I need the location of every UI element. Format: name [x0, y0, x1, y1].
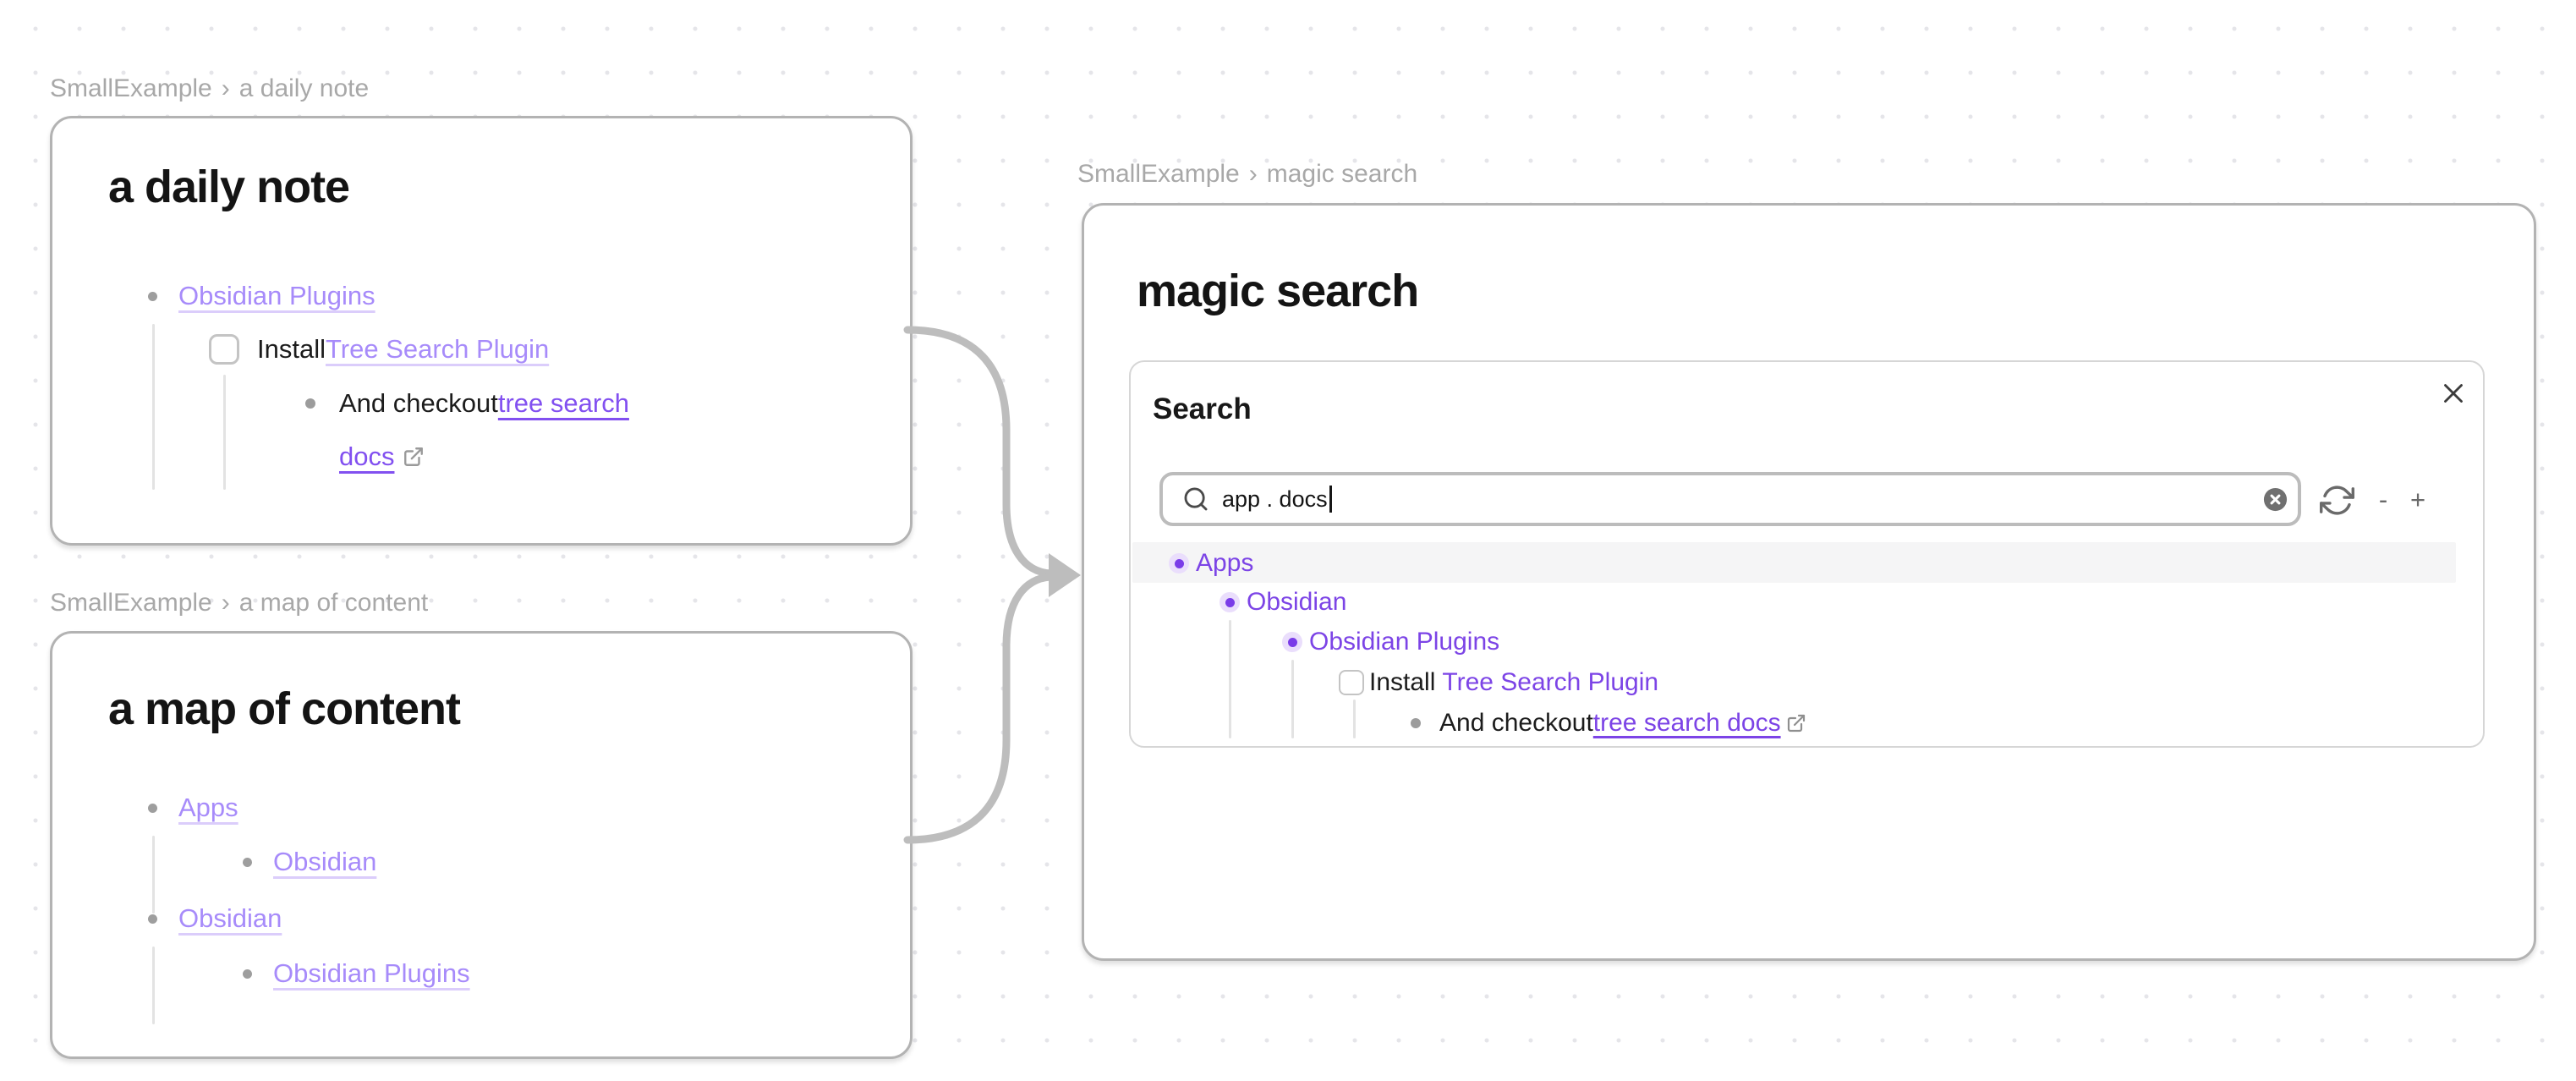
- bullet-icon: [148, 803, 157, 813]
- result-link-apps[interactable]: Apps: [1196, 549, 1254, 577]
- link-apps[interactable]: Apps: [178, 793, 238, 822]
- list-item: Obsidian: [243, 841, 376, 883]
- breadcrumb-page: a map of content: [238, 589, 429, 617]
- bullet-icon: [1169, 553, 1189, 573]
- indent-guide: [1353, 700, 1356, 738]
- breadcrumb-vault: SmallExample: [50, 74, 212, 102]
- breadcrumb-separator: ›: [1248, 160, 1258, 188]
- close-icon[interactable]: [2437, 377, 2469, 409]
- breadcrumb-vault: SmallExample: [1077, 160, 1240, 188]
- result-link-tree-search-plugin[interactable]: Tree Search Plugin: [1442, 668, 1659, 696]
- bullet-icon: [148, 914, 157, 924]
- arrowhead-icon: [1049, 553, 1081, 597]
- link-tree-search-docs[interactable]: tree search: [497, 388, 629, 418]
- external-link-icon: [404, 447, 424, 466]
- task-text: Install: [257, 334, 326, 364]
- indent-guide: [223, 375, 226, 490]
- text-caret: [1329, 486, 1332, 513]
- indent-guide: [1291, 660, 1294, 738]
- link-obsidian[interactable]: Obsidian: [178, 903, 282, 933]
- result-row[interactable]: Obsidian: [1219, 582, 1346, 623]
- page-title: magic search: [1137, 266, 1419, 316]
- link-obsidian[interactable]: Obsidian: [273, 847, 377, 876]
- result-link-obsidian[interactable]: Obsidian: [1247, 588, 1347, 616]
- result-row[interactable]: Apps: [1169, 543, 1253, 584]
- list-item: Apps: [148, 787, 238, 829]
- result-row-highlight[interactable]: [1132, 542, 2456, 583]
- indent-guide: [152, 836, 155, 914]
- page-title: a daily note: [108, 162, 350, 212]
- bullet-icon: [243, 857, 252, 867]
- refresh-button[interactable]: [2318, 481, 2355, 519]
- zoom-out-button[interactable]: -: [2378, 485, 2388, 514]
- link-obsidian-plugins[interactable]: Obsidian Plugins: [178, 281, 375, 310]
- bullet-icon: [148, 291, 157, 301]
- card-daily-note[interactable]: a daily note Obsidian Plugins Install Tr…: [50, 116, 913, 546]
- bullet-icon: [1219, 592, 1240, 612]
- list-item: Obsidian: [148, 897, 282, 940]
- result-task-row[interactable]: Install Tree Search Plugin: [1339, 662, 1658, 703]
- breadcrumb-map-of-content: SmallExample › a map of content: [50, 589, 428, 617]
- breadcrumb-separator: ›: [221, 589, 230, 617]
- indent-guide: [152, 947, 155, 1024]
- result-row[interactable]: And checkout tree search docs: [1411, 703, 1806, 744]
- item-text: And checkout: [1439, 709, 1593, 737]
- breadcrumb-daily-note: SmallExample › a daily note: [50, 74, 369, 103]
- item-text: And checkout: [339, 388, 498, 418]
- page-title: a map of content: [108, 683, 461, 734]
- list-item-wrap: docs: [339, 436, 425, 478]
- search-panel-heading: Search: [1153, 392, 1252, 425]
- breadcrumb-separator: ›: [221, 74, 230, 102]
- list-item: Obsidian Plugins: [148, 275, 375, 317]
- breadcrumb-vault: SmallExample: [50, 589, 212, 617]
- breadcrumb-magic-search: SmallExample › magic search: [1077, 160, 1417, 189]
- link-tree-search-plugin[interactable]: Tree Search Plugin: [325, 334, 550, 364]
- task-checkbox[interactable]: [1339, 670, 1364, 695]
- card-map-of-content[interactable]: a map of content Apps Obsidian Obsidian …: [50, 631, 913, 1059]
- external-link-icon: [1787, 714, 1805, 733]
- indent-guide: [152, 324, 155, 490]
- bullet-icon: [243, 969, 252, 979]
- indent-guide: [1229, 620, 1231, 738]
- search-icon: [1184, 487, 1208, 511]
- result-link-tree-search-docs[interactable]: tree search docs: [1592, 709, 1781, 737]
- list-item: And checkout tree search: [305, 382, 629, 425]
- bullet-icon: [1282, 632, 1302, 652]
- bullet-icon: [305, 398, 315, 409]
- task-text: Install: [1369, 668, 1436, 696]
- search-input[interactable]: app . docs: [1159, 472, 2301, 526]
- task-checkbox[interactable]: [209, 334, 239, 365]
- breadcrumb-page: a daily note: [238, 74, 370, 102]
- search-panel: Search app . docs - +: [1129, 360, 2485, 748]
- result-row[interactable]: Obsidian Plugins: [1282, 622, 1499, 662]
- link-obsidian-plugins[interactable]: Obsidian Plugins: [273, 958, 470, 988]
- task-item: Install Tree Search Plugin: [209, 328, 549, 370]
- list-item: Obsidian Plugins: [243, 952, 470, 995]
- search-query-text: app . docs: [1222, 486, 1328, 512]
- refresh-icon: [2319, 485, 2354, 515]
- zoom-in-button[interactable]: +: [2409, 485, 2426, 514]
- link-tree-search-docs[interactable]: docs: [339, 442, 395, 471]
- card-magic-search[interactable]: magic search Search app . docs - +: [1082, 203, 2536, 961]
- result-link-obsidian-plugins[interactable]: Obsidian Plugins: [1309, 628, 1500, 656]
- bullet-icon: [1411, 718, 1421, 728]
- breadcrumb-page: magic search: [1266, 160, 1418, 188]
- clear-search-icon[interactable]: [2262, 486, 2288, 513]
